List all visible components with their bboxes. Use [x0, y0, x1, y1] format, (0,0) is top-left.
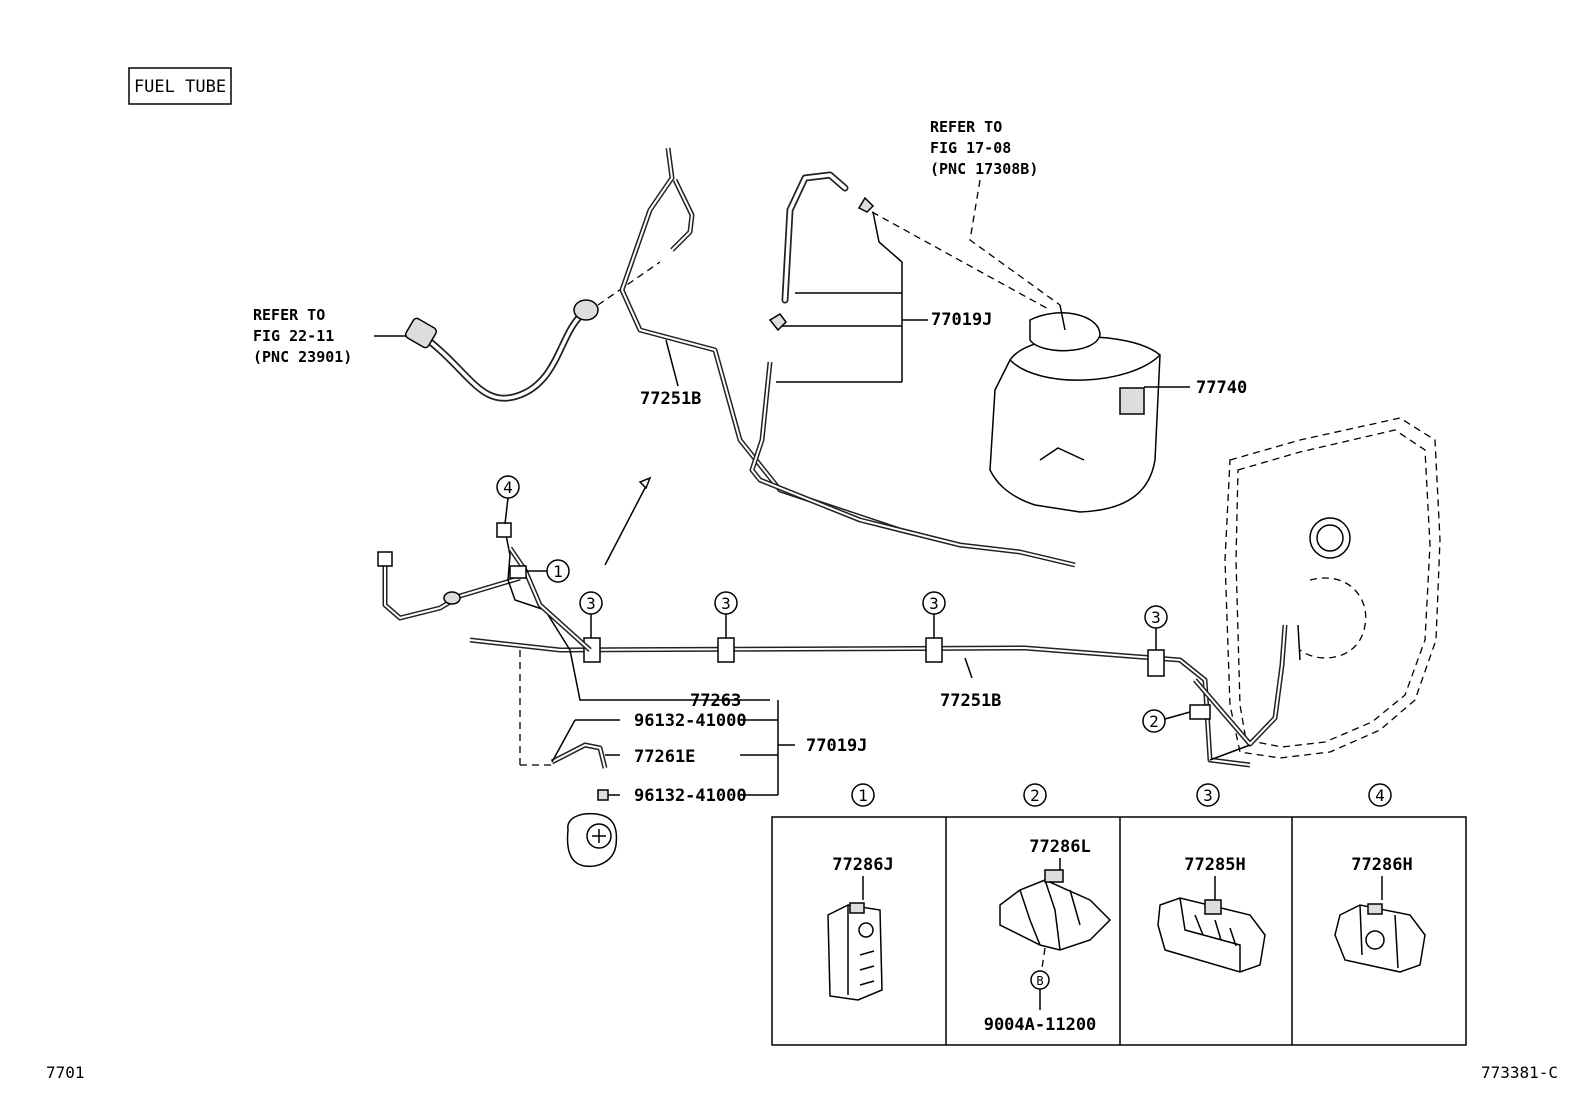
- callout-3-d: 3: [1144, 605, 1168, 650]
- svg-text:4: 4: [503, 478, 513, 497]
- title-text: FUEL TUBE: [134, 77, 226, 97]
- table-cell-1: 77286J: [827, 855, 894, 1001]
- callout-4-main: 4: [496, 475, 520, 525]
- callout-2-main: 2: [1142, 709, 1191, 733]
- ref-note-fig-22-11: REFER TO FIG 22-11 (PNC 23901): [253, 306, 416, 366]
- table-cell-2-sub-callout: B: [1036, 974, 1043, 988]
- callout-3-a: 3: [579, 591, 603, 638]
- detail-table: 1 2 3 4 77286J 77286L: [771, 783, 1467, 1046]
- label-77251b-main: 77251B: [940, 691, 1001, 711]
- table-header-2: 2: [1023, 783, 1047, 807]
- table-header-4: 4: [1368, 783, 1392, 807]
- svg-text:3: 3: [721, 594, 731, 613]
- table-cell-2-sub-part: 9004A-11200: [984, 1015, 1097, 1035]
- table-cell-1-part: 77286J: [832, 855, 893, 875]
- table-cell-3-part: 77285H: [1184, 855, 1245, 875]
- charcoal-canister: [989, 304, 1190, 513]
- svg-text:3: 3: [586, 594, 596, 613]
- label-96132-41000-b: 96132-41000: [634, 786, 747, 806]
- left-line-assembly: [377, 476, 770, 868]
- svg-text:2: 2: [1030, 786, 1040, 805]
- callout-3-b: 3: [714, 591, 738, 638]
- callout-1-main: 1: [526, 559, 570, 583]
- label-77740: 77740: [1196, 378, 1247, 398]
- svg-text:1: 1: [553, 562, 563, 581]
- table-cell-4-part: 77286H: [1351, 855, 1412, 875]
- vent-hose-77019j: [749, 171, 1051, 548]
- table-cell-2: 77286L B 9004A-11200: [984, 837, 1112, 1035]
- label-96132-41000-a: 96132-41000: [634, 711, 747, 731]
- svg-text:2: 2: [1149, 712, 1159, 731]
- label-77251b-top: 77251B: [640, 389, 701, 409]
- svg-text:1: 1: [858, 786, 868, 805]
- title-box: FUEL TUBE: [128, 67, 232, 105]
- label-77263: 77263: [690, 691, 741, 711]
- fuel-tank-outline: [1224, 417, 1441, 759]
- ref-a-line-2: FIG 17-08: [930, 139, 1011, 157]
- table-cell-2-part: 77286L: [1029, 837, 1090, 857]
- table-cell-4: 77286H: [1334, 855, 1426, 973]
- corner-code-right: 773381-C: [1481, 1063, 1558, 1082]
- ref-b-line-3: (PNC 23901): [253, 348, 352, 366]
- filler-neck-hose: [404, 261, 661, 402]
- label-77261e: 77261E: [634, 747, 695, 767]
- table-header-1: 1: [851, 783, 875, 807]
- svg-text:3: 3: [1203, 786, 1213, 805]
- label-77019j-top: 77019J: [931, 310, 992, 330]
- ref-b-line-2: FIG 22-11: [253, 327, 334, 345]
- label-77019j-bottom: 77019J: [806, 736, 867, 756]
- svg-text:4: 4: [1375, 786, 1385, 805]
- svg-text:3: 3: [1151, 608, 1161, 627]
- ref-note-fig-17-08: REFER TO FIG 17-08 (PNC 17308B): [930, 118, 1061, 306]
- ref-a-line-1: REFER TO: [930, 118, 1002, 136]
- svg-text:3: 3: [929, 594, 939, 613]
- table-cell-3: 77285H: [1157, 855, 1266, 973]
- callout-3-c: 3: [922, 591, 946, 638]
- ref-b-line-1: REFER TO: [253, 306, 325, 324]
- leader-lines-77019j-bottom: [551, 700, 795, 796]
- pipe-77251b-upper: [619, 147, 1076, 568]
- table-header-3: 3: [1196, 783, 1220, 807]
- corner-code-left: 7701: [46, 1063, 85, 1082]
- ref-a-line-3: (PNC 17308B): [930, 160, 1038, 178]
